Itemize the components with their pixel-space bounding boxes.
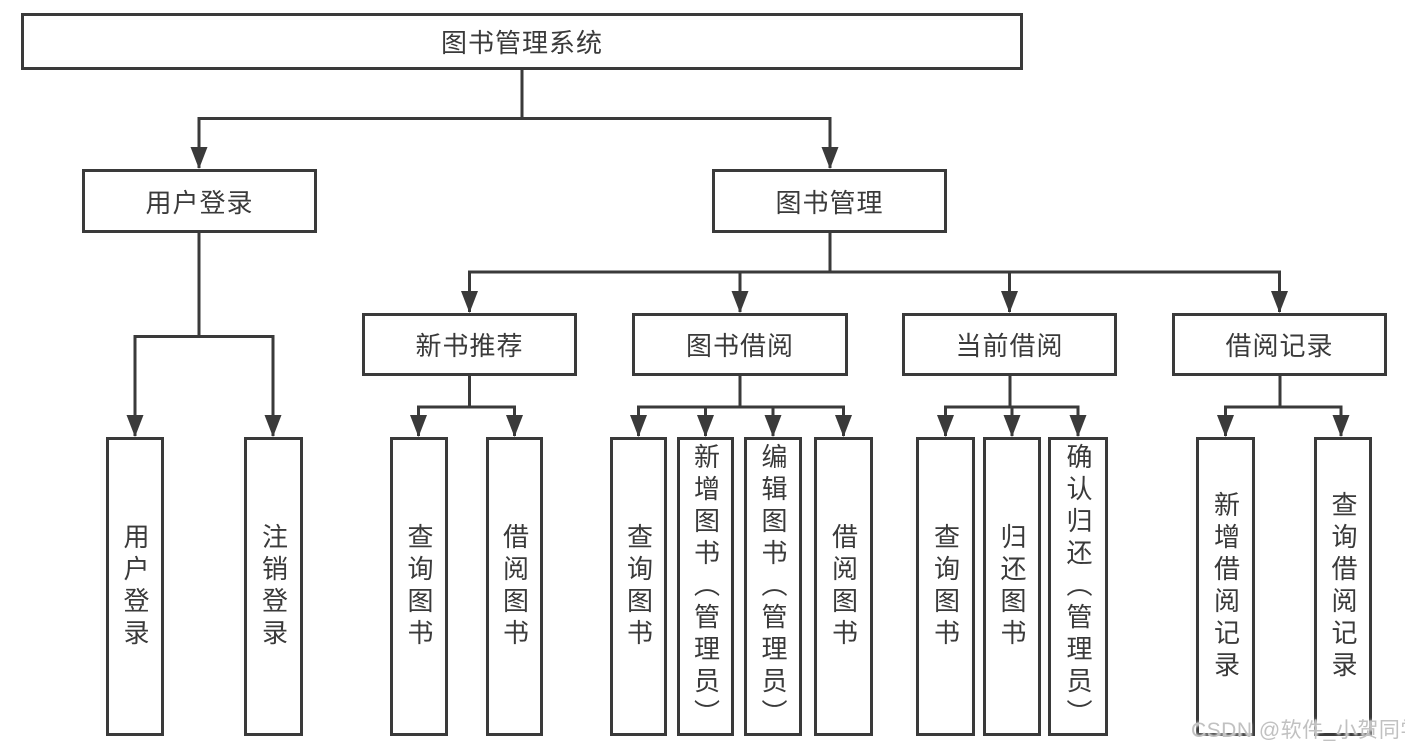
arrow-down-icon	[190, 147, 208, 169]
leaf-query-borrow-record: 查询借阅记录	[1314, 437, 1372, 736]
leaf-add-books-admin: 新增图书（管理员）	[677, 437, 734, 736]
connector-book-borrowing-children	[637, 376, 845, 436]
arrow-down-icon	[1332, 415, 1350, 437]
leaf-borrow-books-recommend: 借阅图书	[486, 437, 543, 736]
arrow-down-icon	[697, 415, 714, 437]
leaf-query-books-borrowing: 查询图书	[610, 437, 667, 736]
arrow-down-icon	[1271, 291, 1288, 313]
connector-root-to-level1	[197, 70, 832, 168]
node-new-book-recommendation: 新书推荐	[362, 313, 577, 376]
node-book-management: 图书管理	[712, 169, 947, 233]
arrow-down-icon	[506, 415, 523, 437]
watermark-text: CSDN @软件_小贺同学	[1191, 719, 1405, 742]
arrow-down-icon	[764, 415, 782, 437]
connector-lines	[133, 70, 1343, 436]
node-borrowing-records: 借阅记录	[1172, 313, 1387, 376]
leaf-user-login: 用户登录	[106, 437, 164, 736]
arrow-down-icon	[937, 415, 954, 437]
connector-new-book-children	[417, 376, 516, 436]
connector-borrowing-records-children	[1224, 376, 1343, 436]
arrow-down-icon	[1217, 415, 1234, 437]
arrow-down-icon	[731, 291, 749, 313]
leaf-logout: 注销登录	[244, 437, 303, 736]
arrow-down-icon	[1003, 415, 1021, 437]
arrow-down-icon	[264, 415, 282, 437]
leaf-borrow-books-borrowing: 借阅图书	[814, 437, 873, 736]
arrow-down-icon	[126, 415, 144, 437]
leaf-add-borrow-record: 新增借阅记录	[1196, 437, 1255, 736]
node-root: 图书管理系统	[21, 13, 1023, 70]
arrow-down-icon	[821, 147, 839, 169]
connector-user-login-children	[133, 233, 275, 436]
arrow-down-icon	[1069, 415, 1087, 437]
node-user-login: 用户登录	[82, 169, 317, 233]
leaf-confirm-return-admin: 确认归还（管理员）	[1048, 437, 1108, 736]
node-book-borrowing: 图书借阅	[632, 313, 848, 376]
arrow-down-icon	[410, 415, 427, 437]
leaf-query-books-current: 查询图书	[916, 437, 975, 736]
arrowheads	[126, 147, 1350, 437]
connector-book-management-children	[468, 233, 1281, 312]
node-current-borrowing: 当前借阅	[902, 313, 1117, 376]
leaf-query-books-recommend: 查询图书	[390, 437, 448, 736]
arrow-down-icon	[630, 415, 647, 437]
arrow-down-icon	[835, 415, 852, 437]
leaf-return-books: 归还图书	[983, 437, 1041, 736]
leaf-edit-books-admin: 编辑图书（管理员）	[744, 437, 802, 736]
arrow-down-icon	[461, 291, 478, 313]
arrow-down-icon	[1001, 291, 1018, 313]
